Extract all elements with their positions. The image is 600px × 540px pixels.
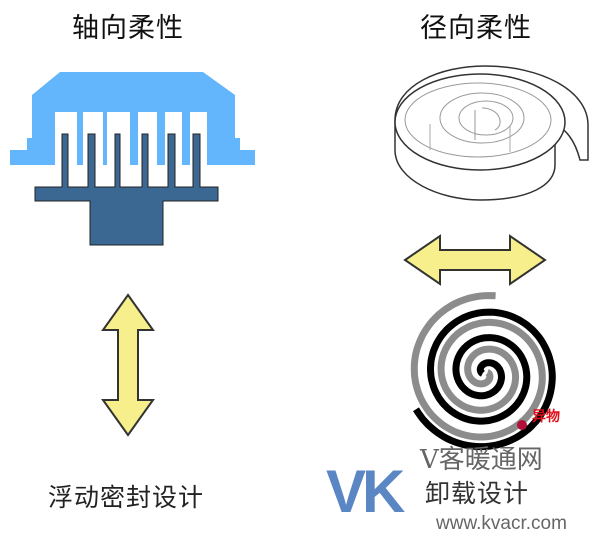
vertical-double-arrow-icon — [101, 293, 155, 437]
floating-seal-caption: 浮动密封设计 — [48, 483, 205, 512]
radial-flex-title: 径向柔性 — [420, 13, 532, 44]
spiral-gray — [410, 292, 546, 441]
spiral-spring-3d — [394, 65, 589, 201]
seal-housing — [10, 72, 255, 165]
watermark-url: www.kvacr.com — [436, 513, 567, 534]
seal-rotor — [34, 133, 219, 246]
unloading-design-caption: 卸载设计 — [425, 479, 530, 508]
axial-flex-title: 轴向柔性 — [72, 13, 184, 44]
horizontal-double-arrow-icon — [403, 234, 547, 286]
watermark-name: V客暖通网 — [420, 445, 543, 475]
foreign-object-dot — [517, 420, 527, 430]
foreign-object-label: 异物 — [532, 409, 560, 425]
watermark-logo: VK — [326, 458, 405, 525]
spiral-black — [413, 308, 556, 451]
